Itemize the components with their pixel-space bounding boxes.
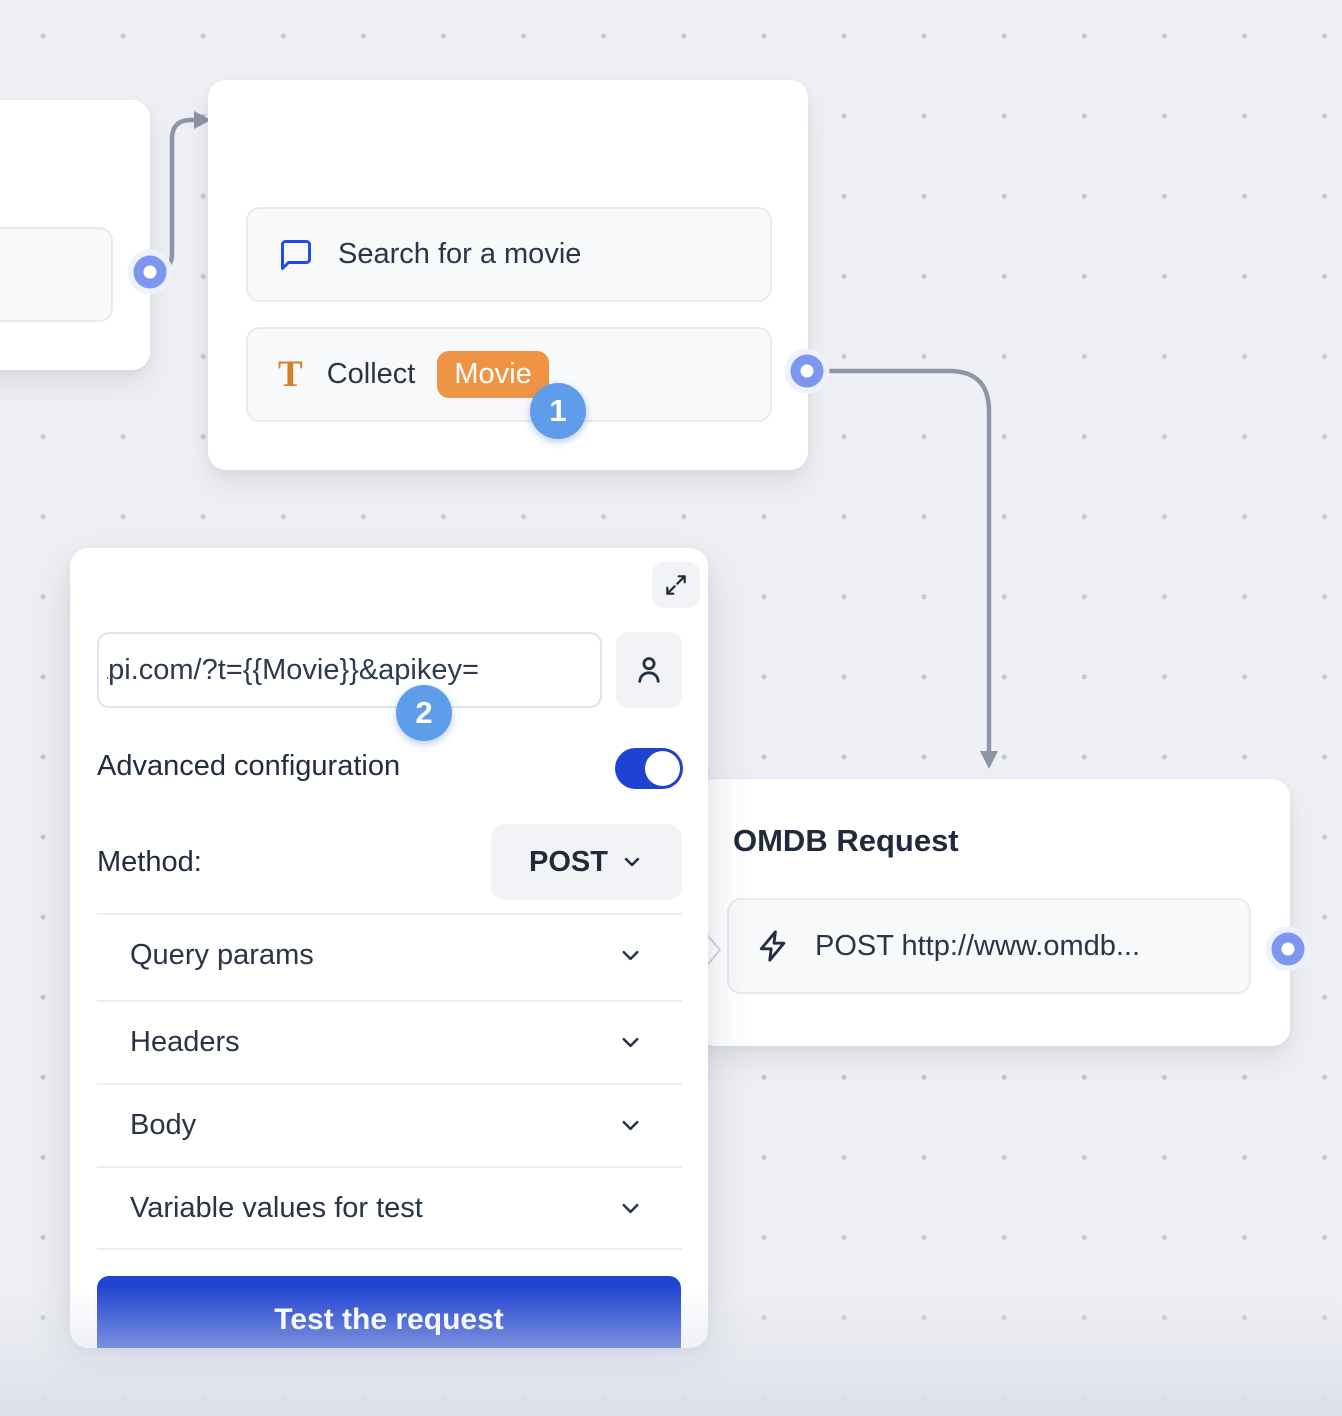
divider [97, 913, 682, 915]
edge-arrowhead-right-icon [194, 111, 211, 129]
divider [97, 1248, 682, 1250]
step-badge-2: 2 [396, 685, 452, 741]
divider [97, 1083, 682, 1085]
lightning-icon [757, 929, 791, 963]
divider [97, 1166, 682, 1168]
chevron-down-icon [617, 1029, 644, 1056]
test-request-button[interactable]: Test the request [97, 1276, 681, 1348]
node-omdb-request[interactable]: OMDB Request POST http://www.omdb... [697, 779, 1290, 1046]
method-value: POST [529, 845, 608, 878]
chevron-down-icon [617, 1195, 644, 1222]
section-label: Query params [130, 938, 314, 971]
edge-left-to-movie-search [150, 117, 199, 275]
toggle-knob [645, 751, 680, 786]
section-label: Headers [130, 1025, 240, 1058]
method-dropdown[interactable]: POST [491, 824, 682, 900]
section-headers[interactable]: Headers [97, 1002, 682, 1082]
section-label: Variable values for test [130, 1191, 423, 1224]
block-label: Collect [326, 358, 416, 390]
block-search-for-a-movie[interactable]: Search for a movie [246, 207, 772, 302]
webhook-config-panel: Advanced configuration Method: POST Quer… [70, 548, 708, 1348]
variables-button[interactable] [616, 632, 682, 708]
block-label: Search for a movie [338, 238, 582, 270]
output-port-omdb[interactable] [1271, 932, 1305, 966]
advanced-configuration-toggle[interactable] [615, 748, 683, 789]
block-label: POST http://www.omdb... [815, 929, 1141, 962]
output-port-movie-search[interactable] [790, 354, 824, 388]
output-port-left-node[interactable] [133, 255, 167, 289]
expand-icon [663, 572, 689, 598]
chevron-down-icon [620, 850, 644, 874]
section-body[interactable]: Body [97, 1085, 682, 1165]
section-variable-values[interactable]: Variable values for test [97, 1168, 682, 1248]
partial-node-left[interactable] [0, 100, 150, 370]
block-omdb-post[interactable]: POST http://www.omdb... [727, 898, 1251, 994]
section-label: Body [130, 1108, 197, 1141]
edge-arrowhead-down-icon [980, 751, 998, 769]
method-label: Method: [97, 846, 202, 878]
block-collect-movie[interactable]: T Collect Movie [246, 327, 772, 422]
node-title: OMDB Request [733, 823, 959, 858]
edge-movie-search-to-omdb [821, 368, 992, 755]
chevron-down-icon [617, 942, 644, 969]
divider [97, 1000, 682, 1002]
variable-badge-movie[interactable]: Movie [437, 351, 549, 398]
chat-bubble-icon [278, 237, 314, 273]
partial-node-item[interactable] [0, 227, 113, 322]
url-input[interactable] [97, 632, 602, 708]
text-icon: T [278, 354, 303, 395]
chevron-down-icon [617, 1112, 644, 1139]
advanced-configuration-label: Advanced configuration [97, 750, 401, 782]
node-movie-search[interactable]: Movie search Search for a movie T Collec… [208, 80, 808, 470]
step-badge-1: 1 [530, 383, 586, 439]
user-icon [632, 653, 666, 687]
section-query-params[interactable]: Query params [97, 915, 682, 995]
expand-button[interactable] [652, 562, 700, 608]
